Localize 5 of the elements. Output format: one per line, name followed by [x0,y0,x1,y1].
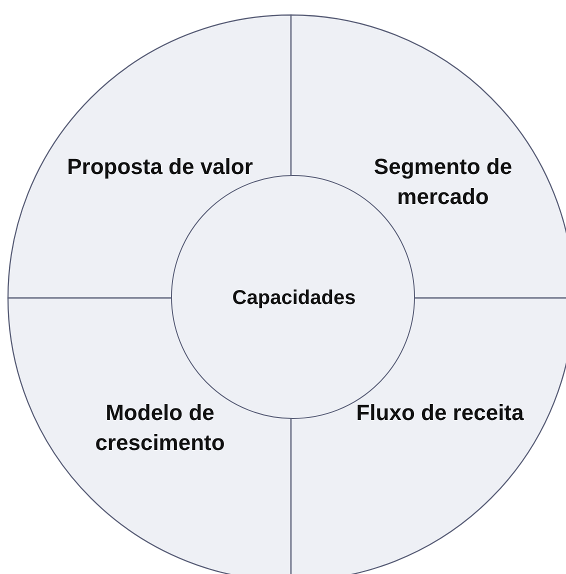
sector-label: Fluxo de receita [355,399,525,427]
sector-label: Modelo de crescimento [94,399,226,457]
circle-label: Capacidades [231,286,357,311]
sector-label: Segmento de mercado [372,153,514,211]
sector-label: Proposta de valor [66,153,254,181]
